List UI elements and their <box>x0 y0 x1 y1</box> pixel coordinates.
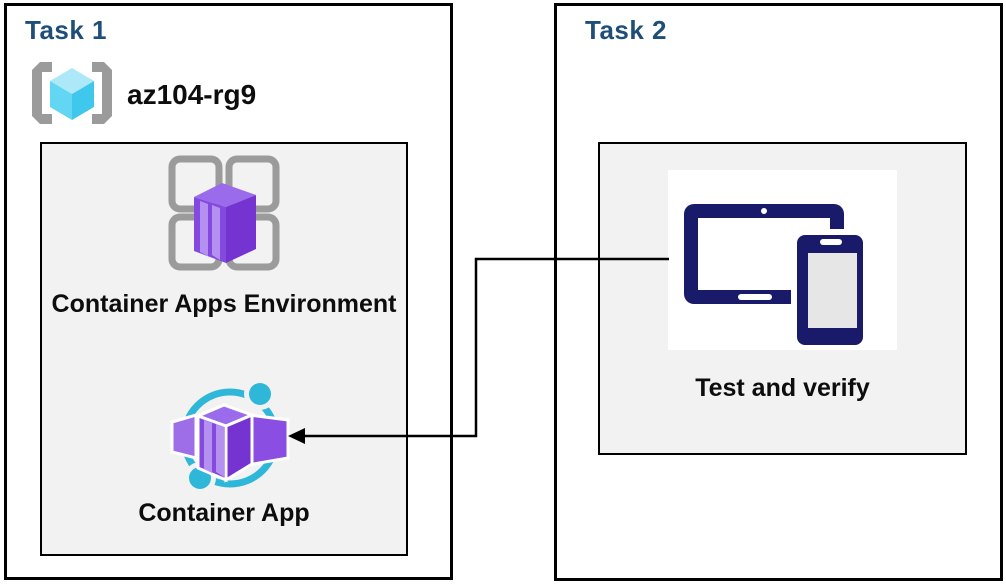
test-and-verify-label: Test and verify <box>695 374 870 402</box>
task1-title: Task 1 <box>25 15 108 45</box>
container-apps-environment-icon <box>164 155 284 280</box>
container-apps-environment-label: Container Apps Environment <box>51 290 397 318</box>
container-app-icon <box>168 378 294 500</box>
resource-group-icon <box>30 62 114 124</box>
container-app-label: Container App <box>138 499 310 527</box>
devices-icon <box>668 170 897 350</box>
task2-title: Task 2 <box>585 15 668 45</box>
resource-group-label: az104-rg9 <box>127 79 257 110</box>
